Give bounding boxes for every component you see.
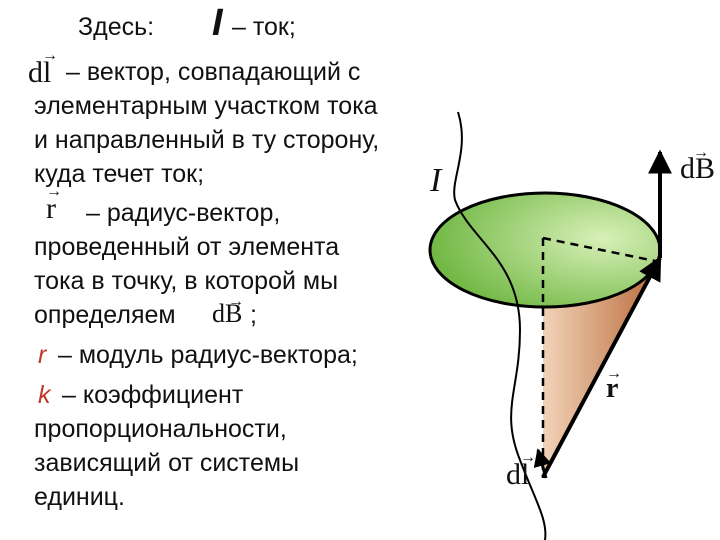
figure-r-label: r — [606, 373, 619, 404]
figure-db-label: dB — [680, 152, 716, 185]
dl-desc-line4: куда течет ток; — [34, 160, 205, 188]
here-label: Здесь: — [78, 13, 155, 41]
figure-dl-label: dl — [506, 458, 530, 491]
k-desc-line3: зависящий от системы — [34, 449, 300, 477]
r-symbol: r — [46, 192, 56, 225]
r-vector-arrow — [541, 255, 662, 478]
db-inline-symbol: dB — [212, 299, 243, 328]
semicolon: ; — [250, 301, 257, 329]
dl-desc-line2: элементарным участком тока — [34, 92, 378, 120]
current-symbol: I — [212, 2, 223, 44]
dl-desc-line3: и направленный в ту сторону, — [34, 126, 380, 154]
figure-current-label: I — [430, 162, 442, 199]
figure-dl-arrow-icon: → — [520, 449, 536, 466]
current-desc: – ток; — [232, 13, 296, 41]
db-inline-arrow-icon: → — [228, 293, 244, 310]
k-symbol: k — [38, 381, 51, 409]
dl-symbol: dl — [28, 56, 52, 89]
r-desc-line2: проведенный от элемента — [34, 233, 340, 261]
dl-desc-line1: – вектор, совпадающий с — [66, 58, 361, 86]
disk-ellipse — [428, 191, 662, 309]
k-desc-line2: пропорциональности, — [34, 415, 287, 443]
r-modulus-desc: – модуль радиус-вектора; — [58, 341, 358, 369]
dl-vector-arrow — [533, 448, 552, 479]
figure-db-arrow-icon: → — [693, 144, 709, 161]
k-desc-line1: – коэффициент — [62, 381, 244, 409]
r-desc-line3: тока в точку, в которой мы — [34, 267, 339, 295]
r-desc-line1: – радиус-вектор, — [86, 199, 281, 227]
r-desc-line4: определяем — [34, 301, 176, 329]
current-wire-line — [453, 111, 547, 540]
k-desc-line4: единиц. — [34, 483, 125, 511]
r-vector-arrow-icon: → — [46, 183, 62, 200]
dl-vector-arrow-icon: → — [42, 47, 58, 64]
figure-r-arrow-icon: → — [606, 365, 622, 382]
r-modulus-symbol: r — [38, 341, 47, 369]
